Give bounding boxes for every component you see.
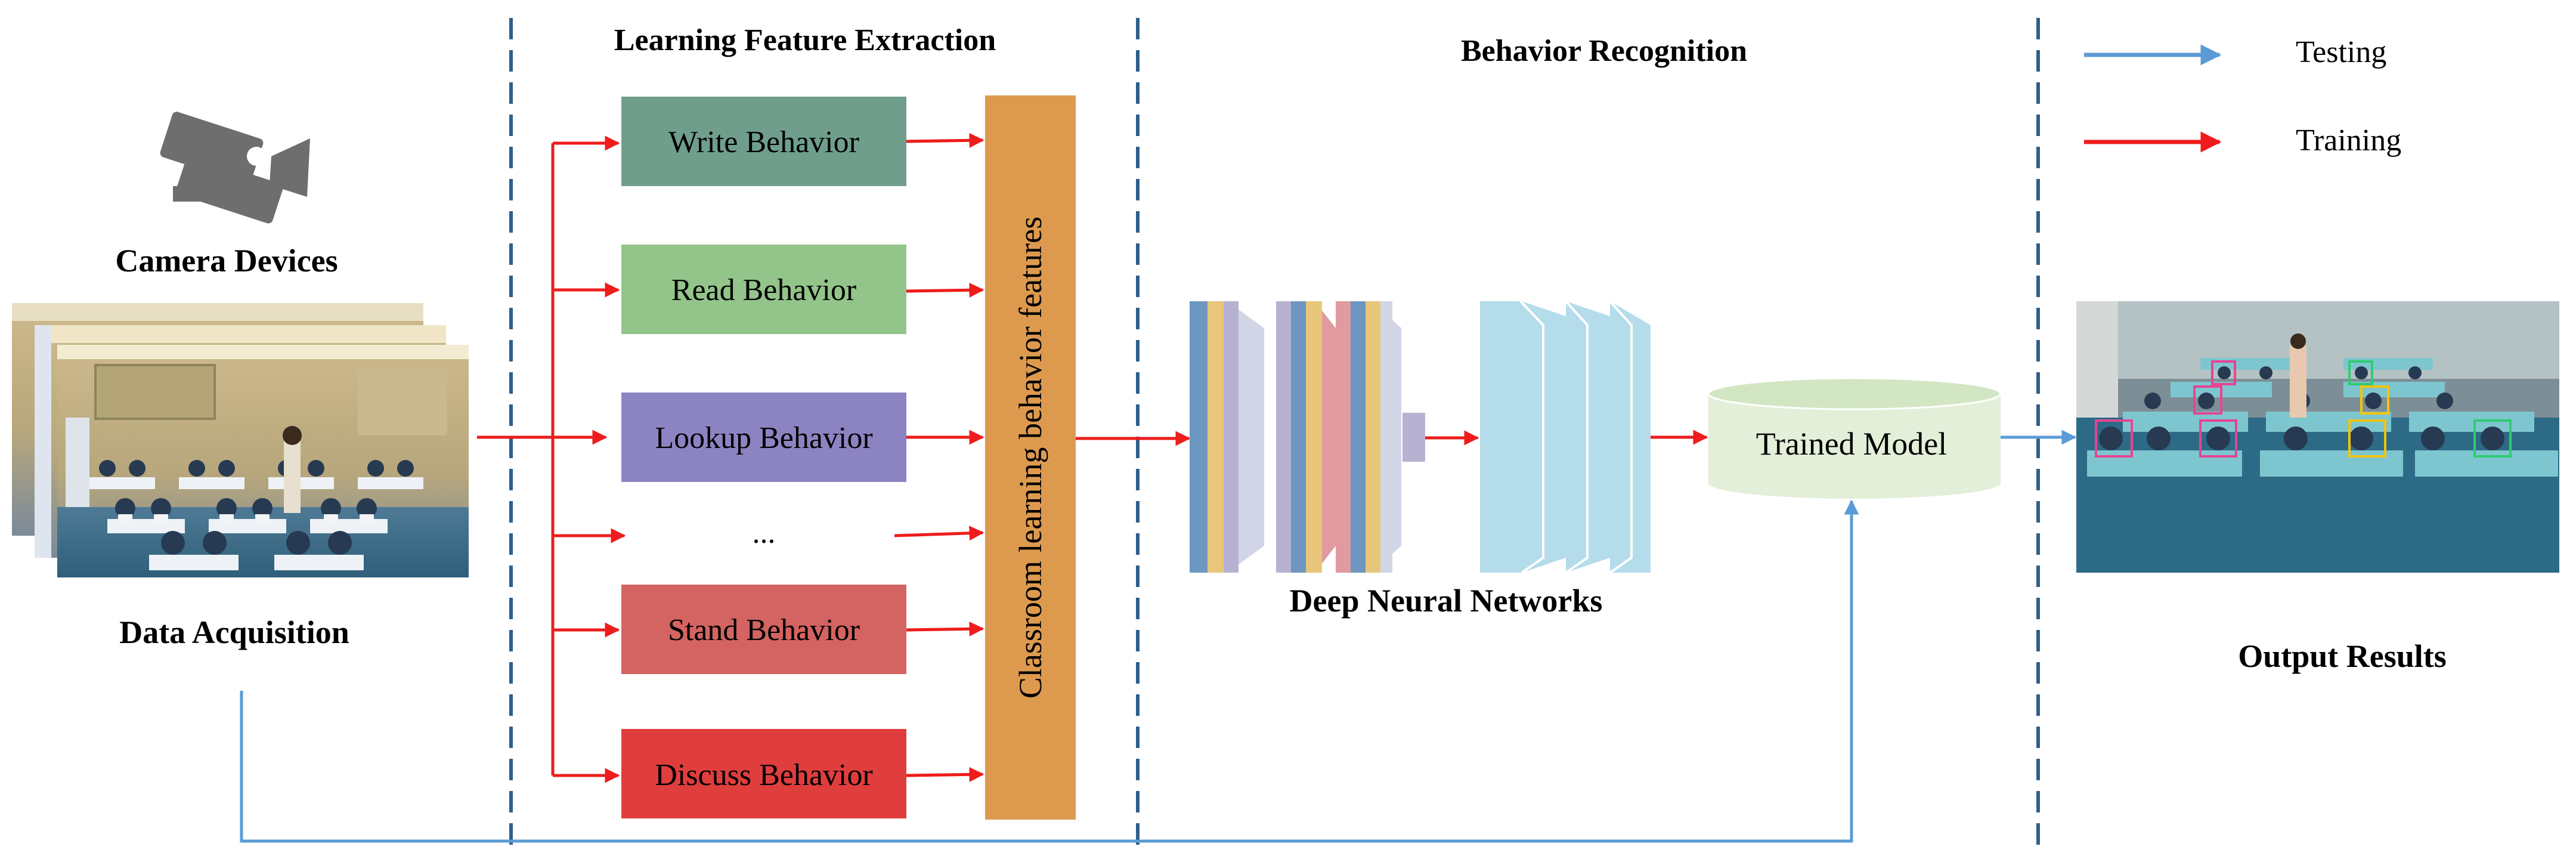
features-bar <box>985 95 1076 820</box>
features-bar-label: Classroom learning behavior features <box>1013 217 1048 699</box>
stand-behavior-box <box>621 585 906 674</box>
dnn-pool-node <box>1402 413 1425 462</box>
dnn-block-3 <box>1336 301 1401 573</box>
legend-training-label: Training <box>2296 123 2401 157</box>
stand-to-features-arrow <box>906 621 984 636</box>
testing-path-arrow <box>240 499 1859 843</box>
read-behavior-box <box>621 245 906 334</box>
legend-testing-label: Testing <box>2296 35 2386 69</box>
read-behavior-label: Read Behavior <box>671 273 856 307</box>
acquisition-label: Data Acquisition <box>119 614 349 650</box>
write-behavior-label: Write Behavior <box>668 125 859 159</box>
output-label: Output Results <box>2238 638 2447 674</box>
section-title-recognition: Behavior Recognition <box>1461 34 1747 68</box>
classroom-photos <box>12 303 469 577</box>
classroom-photo-front <box>57 345 469 577</box>
dnn-fc-separators <box>1519 300 1633 574</box>
read-to-features-arrow <box>906 282 984 298</box>
detection-result-photo <box>2076 301 2559 573</box>
security-camera-icon <box>160 112 310 224</box>
lookup-behavior-label: Lookup Behavior <box>655 421 872 455</box>
ellipsis-to-features-arrow <box>894 526 984 541</box>
behavior-ellipsis: ... <box>753 516 776 550</box>
write-behavior-box <box>621 97 906 186</box>
dnn-block-1 <box>1190 301 1264 573</box>
dnn-conv-layers <box>1190 301 1425 573</box>
section-title-feature-extraction: Learning Feature Extraction <box>614 23 996 57</box>
legend: Testing Training <box>2084 35 2401 157</box>
discuss-behavior-label: Discuss Behavior <box>655 758 872 792</box>
discuss-behavior-box <box>621 729 906 818</box>
dnn-fc-layers <box>1480 301 1651 573</box>
camera-label: Camera Devices <box>115 243 338 279</box>
discuss-to-features-arrow <box>906 767 984 782</box>
dnn-label: Deep Neural Networks <box>1290 583 1603 619</box>
trained-model-cylinder <box>1707 377 2002 499</box>
lookup-behavior-box <box>621 393 906 482</box>
stand-behavior-label: Stand Behavior <box>668 613 860 647</box>
trained-model-label: Trained Model <box>1756 426 1948 462</box>
dnn-fc-layer-1 <box>1480 301 1522 573</box>
write-to-features-arrow <box>906 132 984 148</box>
dnn-block-2 <box>1276 301 1336 573</box>
